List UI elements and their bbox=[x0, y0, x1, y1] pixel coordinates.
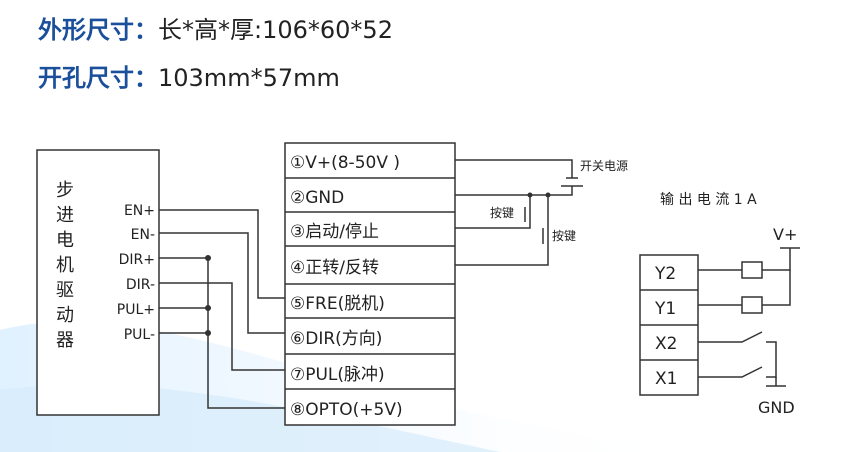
driver-title-char: 动 bbox=[56, 305, 74, 326]
terminal-label: ⑥DIR(方向) bbox=[290, 329, 382, 349]
power-switch-label: 开关电源 bbox=[580, 159, 628, 173]
terminal-label: ⑤FRE(脱机) bbox=[290, 294, 385, 314]
driver-pin: PUL- bbox=[124, 327, 155, 343]
output-current-title: 输 出 电 流 1 A bbox=[660, 192, 757, 208]
hole-value: 103mm*57mm bbox=[158, 64, 340, 92]
driver-title-char: 器 bbox=[56, 330, 74, 351]
dimensions-value: 长*高*厚:106*60*52 bbox=[158, 16, 393, 44]
driver-pin: DIR- bbox=[126, 277, 155, 293]
driver-pin: PUL+ bbox=[117, 302, 155, 318]
driver-title-char: 进 bbox=[56, 205, 74, 226]
dimensions-spec: 外形尺寸：长*高*厚:106*60*52 bbox=[38, 10, 393, 45]
driver-pin: DIR+ bbox=[119, 252, 155, 268]
driver-title-char: 步 bbox=[56, 180, 74, 201]
vplus-label: V+ bbox=[773, 225, 797, 244]
output-port: X2 bbox=[655, 334, 677, 354]
hole-spec: 开孔尺寸：103mm*57mm bbox=[38, 58, 340, 93]
driver-pin: EN+ bbox=[124, 203, 155, 219]
terminal-label: ④正转/反转 bbox=[290, 258, 379, 278]
output-port: Y1 bbox=[654, 299, 676, 319]
gnd-label: GND bbox=[758, 398, 795, 417]
driver-title-char: 电 bbox=[56, 230, 74, 251]
button-2-label: 按键 bbox=[552, 229, 576, 243]
driver-title-char: 驱 bbox=[56, 280, 74, 301]
terminal-label: ③启动/停止 bbox=[290, 222, 379, 242]
driver-pin: EN- bbox=[131, 227, 155, 243]
button-1-label: 按键 bbox=[490, 206, 514, 220]
hole-label: 开孔尺寸： bbox=[38, 64, 158, 92]
dimensions-label: 外形尺寸： bbox=[38, 16, 158, 44]
output-port: Y2 bbox=[654, 264, 676, 284]
terminal-label: ②GND bbox=[290, 188, 344, 208]
terminal-label: ⑦PUL(脉冲) bbox=[290, 365, 385, 385]
terminal-label: ⑧OPTO(+5V) bbox=[290, 400, 403, 420]
output-port: X1 bbox=[655, 369, 677, 389]
driver-title-char: 机 bbox=[56, 255, 74, 276]
terminal-label: ①V+(8-50V ) bbox=[290, 153, 400, 173]
driver-box bbox=[36, 149, 160, 416]
